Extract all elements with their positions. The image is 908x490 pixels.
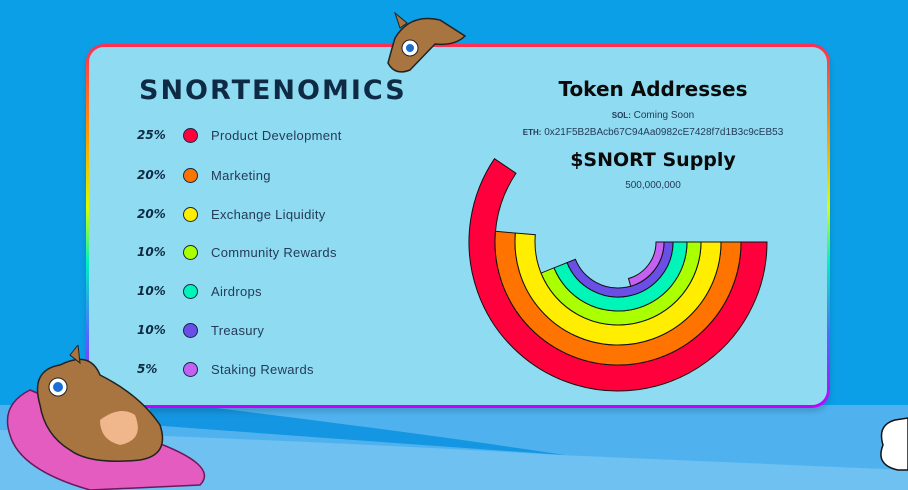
legend-item: 10% Airdrops xyxy=(137,281,262,301)
eth-value[interactable]: 0x21F5B2BAcb67C94Aa0982cE7428f7d1B3c9cEB… xyxy=(544,127,784,138)
cloud-icon xyxy=(880,417,908,471)
sol-value: Coming Soon xyxy=(633,110,695,121)
supply-heading: $SNORT Supply xyxy=(570,149,736,171)
legend-item: 10% Treasury xyxy=(137,320,264,340)
legend-label: Marketing xyxy=(211,167,271,183)
legend-color-dot xyxy=(183,283,198,299)
legend-item: 10% Community Rewards xyxy=(137,242,337,262)
boar-peeking-illustration xyxy=(387,11,467,73)
legend-item: 5% Staking Rewards xyxy=(137,359,314,379)
legend-percent: 25% xyxy=(137,128,166,142)
radial-bar-staking-rewards[interactable] xyxy=(627,241,665,287)
legend-percent: 5% xyxy=(137,362,158,376)
eth-address[interactable]: ETH: 0x21F5B2BAcb67C94Aa0982cE7428f7d1B3… xyxy=(473,127,833,138)
sol-address: SOL: Coming Soon xyxy=(473,110,833,121)
legend-item: 25% Product Development xyxy=(137,125,342,145)
legend-label: Airdrops xyxy=(211,283,262,299)
token-addresses-heading: Token Addresses xyxy=(558,77,748,101)
legend-color-dot xyxy=(183,322,198,338)
legend-percent: 10% xyxy=(137,245,166,259)
legend-label: Staking Rewards xyxy=(211,361,314,377)
legend-label: Exchange Liquidity xyxy=(211,206,326,222)
legend-label: Product Development xyxy=(211,127,342,143)
legend-color-dot xyxy=(183,244,198,260)
legend-color-dot xyxy=(183,127,198,143)
legend-item: 20% Exchange Liquidity xyxy=(137,204,326,224)
legend-label: Treasury xyxy=(211,322,265,338)
supply-value: 500,000,000 xyxy=(625,180,681,191)
legend-label: Community Rewards xyxy=(211,244,337,260)
legend-color-dot xyxy=(183,167,198,183)
legend-color-dot xyxy=(183,361,198,377)
legend-color-dot xyxy=(183,206,198,222)
legend-percent: 10% xyxy=(137,323,166,337)
legend-percent: 10% xyxy=(137,284,166,298)
boar-on-float-illustration xyxy=(6,345,206,490)
eth-label: ETH: xyxy=(522,128,542,137)
sol-label: SOL: xyxy=(611,111,631,120)
legend-percent: 20% xyxy=(137,207,166,221)
page-title: SNORTENOMICS xyxy=(139,75,407,106)
legend-percent: 20% xyxy=(137,168,166,182)
legend-item: 20% Marketing xyxy=(137,165,271,185)
